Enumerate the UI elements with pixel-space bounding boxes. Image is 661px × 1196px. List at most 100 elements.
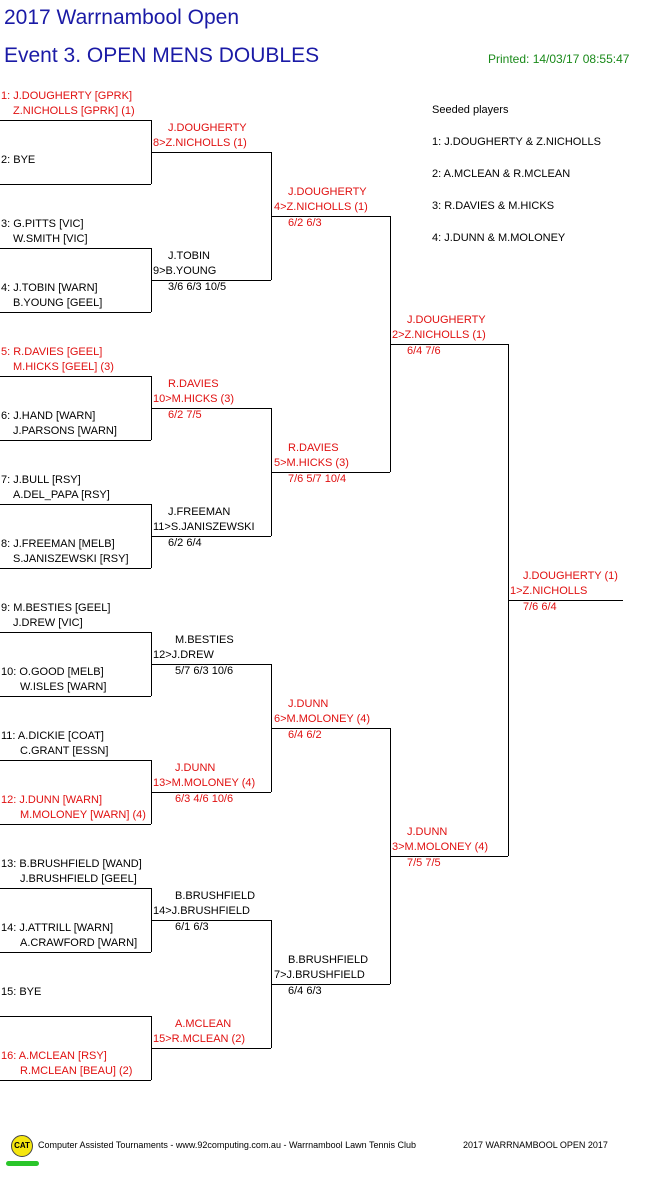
semifinal-player2: 3>M.MOLONEY (4) <box>392 841 489 853</box>
bracket-line <box>0 440 151 441</box>
round2-player2: 14>J.BRUSHFIELD <box>153 905 250 917</box>
bracket-line <box>0 568 151 569</box>
semifinal-score: 6/4 7/6 <box>407 345 441 357</box>
round2-player2: 13>M.MOLONEY (4) <box>153 777 256 789</box>
draw-entry-player1: 8: J.FREEMAN [MELB] <box>1 538 115 550</box>
event-title: Event 3. OPEN MENS DOUBLES <box>4 44 320 67</box>
round2-player1: R.DAVIES <box>168 378 219 390</box>
round2-player2: 8>Z.NICHOLLS (1) <box>153 137 247 149</box>
round2-score: 6/2 6/4 <box>168 537 202 549</box>
draw-entry-player1: 12: J.DUNN [WARN] <box>1 794 103 806</box>
quarterfinal-player1: J.DUNN <box>288 698 329 710</box>
round2-player2: 9>B.YOUNG <box>153 265 217 277</box>
bracket-line <box>0 696 151 697</box>
round2-score: 6/3 4/6 10/6 <box>175 793 234 805</box>
semifinal-player1: J.DOUGHERTY <box>407 314 486 326</box>
bracket-line <box>151 152 271 153</box>
bracket-line <box>0 184 151 185</box>
draw-entry-player2: B.YOUNG [GEEL] <box>13 297 103 309</box>
draw-entry-player1: 2: BYE <box>1 154 36 166</box>
round2-player2: 11>S.JANISZEWSKI <box>153 521 255 533</box>
draw-entry-player1: 10: O.GOOD [MELB] <box>1 666 104 678</box>
bracket-line <box>271 728 390 729</box>
quarterfinal-player1: R.DAVIES <box>288 442 339 454</box>
footer-credit: Computer Assisted Tournaments - www.92co… <box>38 1140 417 1150</box>
seed-item: 1: J.DOUGHERTY & Z.NICHOLLS <box>432 136 601 148</box>
draw-entry-player1: 13: B.BRUSHFIELD [WAND] <box>1 858 142 870</box>
round2-player1: J.FREEMAN <box>168 506 231 518</box>
quarterfinal-player2: 7>J.BRUSHFIELD <box>274 969 365 981</box>
round2-player2: 10>M.HICKS (3) <box>153 393 234 405</box>
round2-player1: A.MCLEAN <box>175 1018 232 1030</box>
bracket-line <box>0 248 151 249</box>
round2-score: 5/7 6/3 10/6 <box>175 665 234 677</box>
quarterfinal-player2: 5>M.HICKS (3) <box>274 457 349 469</box>
draw-entry-player1: 9: M.BESTIES [GEEL] <box>1 602 111 614</box>
round2-player1: M.BESTIES <box>175 634 234 646</box>
bracket-line <box>271 216 390 217</box>
bracket-line <box>151 920 271 921</box>
bracket-line <box>0 760 151 761</box>
round2-score: 3/6 6/3 10/5 <box>168 281 227 293</box>
draw-entry-player1: 3: G.PITTS [VIC] <box>1 218 84 230</box>
round2-player2: 12>J.DREW <box>153 649 214 661</box>
quarterfinal-player2: 6>M.MOLONEY (4) <box>274 713 371 725</box>
quarterfinal-score: 6/4 6/2 <box>288 729 322 741</box>
draw-entry-player2: Z.NICHOLLS [GPRK] (1) <box>13 105 135 117</box>
round2-player1: J.DUNN <box>175 762 216 774</box>
draw-entry-player1: 14: J.ATTRILL [WARN] <box>1 922 114 934</box>
bracket-line <box>151 408 271 409</box>
semifinal-score: 7/5 7/5 <box>407 857 441 869</box>
bracket-line <box>390 344 508 345</box>
final-player2: 1>Z.NICHOLLS <box>510 585 588 597</box>
draw-entry-player2: M.MOLONEY [WARN] (4) <box>20 809 146 821</box>
cat-logo: CAT <box>11 1135 33 1157</box>
quarterfinal-player1: B.BRUSHFIELD <box>288 954 369 966</box>
quarterfinal-score: 6/4 6/3 <box>288 985 322 997</box>
bracket-line <box>151 1048 271 1049</box>
bracket-line <box>0 120 151 121</box>
semifinal-player2: 2>Z.NICHOLLS (1) <box>392 329 486 341</box>
logo-underline <box>6 1161 39 1166</box>
bracket-line <box>0 952 151 953</box>
tournament-title: 2017 Warrnambool Open <box>4 6 240 29</box>
seeded-heading: Seeded players <box>432 104 509 116</box>
bracket-line <box>0 1080 151 1081</box>
draw-entry-player1: 15: BYE <box>1 986 42 998</box>
draw-entry-player1: 7: J.BULL [RSY] <box>1 474 81 486</box>
quarterfinal-score: 7/6 5/7 10/4 <box>288 473 347 485</box>
bracket-line <box>151 536 271 537</box>
seed-item: 4: J.DUNN & M.MOLONEY <box>432 232 566 244</box>
draw-entry-player2: J.DREW [VIC] <box>13 617 83 629</box>
bracket-line <box>0 1016 151 1017</box>
bracket-line <box>151 792 271 793</box>
bracket-line <box>151 664 271 665</box>
round2-player1: J.TOBIN <box>168 250 210 262</box>
final-score: 7/6 6/4 <box>523 601 557 613</box>
draw-entry-player2: J.BRUSHFIELD [GEEL] <box>20 873 137 885</box>
quarterfinal-player2: 4>Z.NICHOLLS (1) <box>274 201 368 213</box>
draw-entry-player2: A.DEL_PAPA [RSY] <box>13 489 110 501</box>
draw-entry-player2: M.HICKS [GEEL] (3) <box>13 361 114 373</box>
bracket-line <box>0 632 151 633</box>
bracket-line <box>271 984 390 985</box>
footer-event: 2017 WARRNAMBOOL OPEN 2017 <box>463 1140 608 1150</box>
bracket-line <box>508 600 623 601</box>
bracket-line <box>0 824 151 825</box>
draw-entry-player1: 1: J.DOUGHERTY [GPRK] <box>1 90 133 102</box>
final-player1: J.DOUGHERTY (1) <box>523 570 618 582</box>
draw-entry-player2: W.ISLES [WARN] <box>20 681 107 693</box>
round2-player2: 15>R.MCLEAN (2) <box>153 1033 246 1045</box>
round2-player1: B.BRUSHFIELD <box>175 890 256 902</box>
draw-entry-player2: R.MCLEAN [BEAU] (2) <box>20 1065 133 1077</box>
draw-entry-player1: 6: J.HAND [WARN] <box>1 410 96 422</box>
draw-entry-player1: 11: A.DICKIE [COAT] <box>1 730 104 742</box>
bracket-line <box>0 312 151 313</box>
bracket-line <box>0 888 151 889</box>
bracket-line <box>390 856 508 857</box>
bracket-line <box>0 376 151 377</box>
bracket-line <box>151 280 271 281</box>
bracket-line <box>271 472 390 473</box>
draw-entry-player2: S.JANISZEWSKI [RSY] <box>13 553 129 565</box>
draw-entry-player2: J.PARSONS [WARN] <box>13 425 117 437</box>
